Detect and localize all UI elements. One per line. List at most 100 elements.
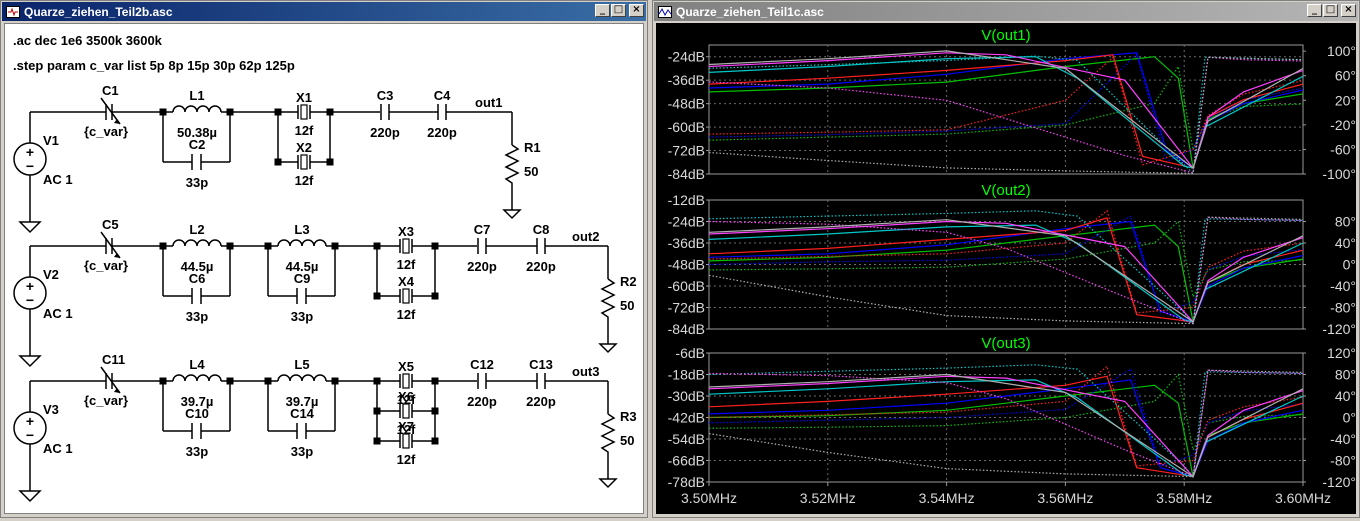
source-value: AC 1 <box>43 306 73 321</box>
close-button[interactable]: × <box>1341 4 1356 17</box>
minimize-button[interactable]: _ <box>1307 4 1322 17</box>
minimize-button[interactable]: _ <box>595 4 610 17</box>
variable-capacitor-C11[interactable]: C11{c_var} <box>84 352 128 408</box>
trace-title: V(out3) <box>981 335 1030 352</box>
plot-pane-1[interactable]: -24dB-36dB-48dB-60dB-72dB-84dB100°60°20°… <box>668 27 1356 182</box>
capacitor-value: {c_var} <box>84 124 128 139</box>
inductor-value: 44.5µ <box>181 259 214 274</box>
variable-capacitor-C1[interactable]: C1{c_var} <box>84 83 128 139</box>
y-left-tick-label: -48dB <box>668 96 705 112</box>
schematic-drawing[interactable]: .ac dec 1e6 3500k 3600k.step param c_var… <box>5 24 645 516</box>
plot-pane-3[interactable]: -6dB-18dB-30dB-42dB-54dB-66dB-78dB120°80… <box>668 335 1356 506</box>
phase-trace-125p <box>709 56 1303 174</box>
crystal-name: X3 <box>398 224 414 239</box>
close-button[interactable]: × <box>629 4 644 17</box>
traces <box>709 364 1303 479</box>
x-tick-label: 3.54MHz <box>919 490 975 506</box>
y-right-tick-label: -40° <box>1330 278 1356 294</box>
y-right-tick-label: 40° <box>1335 235 1356 251</box>
source-value: AC 1 <box>43 441 73 456</box>
y-left-tick-label: -36dB <box>668 72 705 88</box>
phase-trace-15p <box>709 209 1303 314</box>
inductor-value: 44.5µ <box>286 259 319 274</box>
schematic-window[interactable]: Quarze_ziehen_Teil2b.asc _ □ × .ac dec 1… <box>0 0 648 518</box>
capacitor-name: C5 <box>102 217 119 232</box>
phase-trace-62p <box>709 56 1303 174</box>
phase-trace-30p <box>709 210 1303 326</box>
tank-capacitor-value: 33p <box>186 444 208 459</box>
waveform-plots[interactable]: -24dB-36dB-48dB-60dB-72dB-84dB100°60°20°… <box>656 23 1358 516</box>
crystal-body <box>402 403 410 419</box>
y-right-tick-label: -100° <box>1322 166 1356 182</box>
schematic-canvas[interactable]: .ac dec 1e6 3500k 3600k.step param c_var… <box>4 23 644 514</box>
tank-capacitor-name: C2 <box>189 137 206 152</box>
phase-trace-125p <box>709 369 1303 478</box>
waveform-file-icon <box>658 5 672 18</box>
plot-pane-2[interactable]: -12dB-24dB-36dB-48dB-60dB-72dB-84dB80°40… <box>668 182 1356 337</box>
trim-arrow-head <box>114 388 120 393</box>
magnitude-trace-8p <box>709 220 1303 323</box>
crystal-value: 12f <box>295 123 314 138</box>
y-left-tick-label: -6dB <box>675 345 705 361</box>
inductor-coil <box>277 239 327 247</box>
y-left-tick-label: -78dB <box>668 474 705 490</box>
crystal-name: X1 <box>296 90 312 105</box>
schematic-titlebar[interactable]: Quarze_ziehen_Teil2b.asc _ □ × <box>2 2 646 21</box>
minus-sign: − <box>26 427 34 443</box>
y-left-tick-label: -66dB <box>668 453 705 469</box>
inductor-name: L2 <box>189 222 204 237</box>
y-right-tick-label: -80° <box>1330 300 1356 316</box>
waveform-window-title: Quarze_ziehen_Teil1c.asc <box>676 4 824 19</box>
phase-trace-5p <box>709 220 1303 299</box>
y-left-tick-label: -12dB <box>668 192 705 208</box>
maximize-button[interactable]: □ <box>1323 4 1338 17</box>
ground-symbol <box>18 355 42 368</box>
traces <box>709 50 1303 174</box>
ground-symbol <box>502 209 522 220</box>
x-tick-label: 3.52MHz <box>800 490 856 506</box>
y-left-tick-label: -54dB <box>668 431 705 447</box>
tank-capacitor-value: 33p <box>186 309 208 324</box>
y-left-tick-label: -18dB <box>668 367 705 383</box>
waveform-titlebar[interactable]: Quarze_ziehen_Teil1c.asc _ □ × <box>654 2 1358 21</box>
waveform-window[interactable]: Quarze_ziehen_Teil1c.asc _ □ × -24dB-36d… <box>652 0 1360 518</box>
crystal-body <box>300 154 308 170</box>
y-right-tick-label: 80° <box>1335 214 1356 230</box>
y-left-tick-label: -84dB <box>668 321 705 337</box>
resistor-name: R2 <box>620 274 637 289</box>
crystal-value: 12f <box>397 452 416 467</box>
y-left-tick-label: -30dB <box>668 388 705 404</box>
maximize-button[interactable]: □ <box>611 4 626 17</box>
crystal-X1[interactable]: X1 12f <box>274 90 334 138</box>
magnitude-trace-30p <box>709 379 1303 478</box>
variable-capacitor-C5[interactable]: C5{c_var} <box>84 217 128 273</box>
